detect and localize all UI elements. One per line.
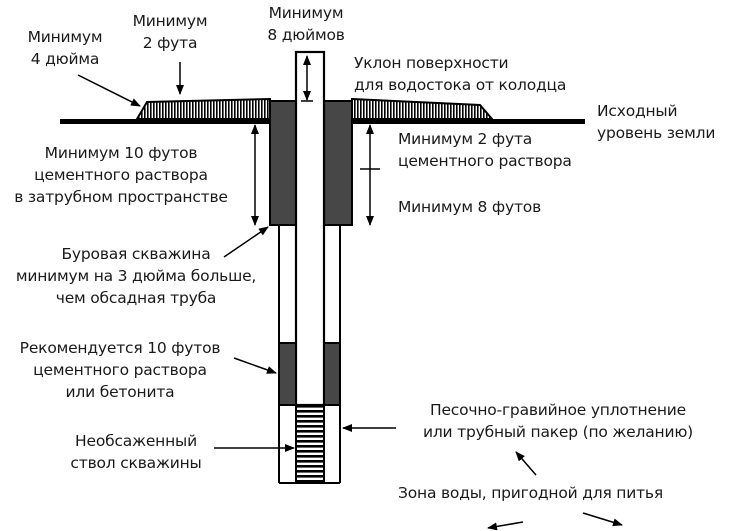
surface-slope-left: [135, 97, 271, 120]
label-line: уровень земли: [597, 124, 716, 142]
label-line: или бетонита: [65, 383, 175, 401]
label-uncased-borehole: Необсаженный ствол скважины: [56, 430, 216, 474]
label-borehole: Буровая скважина минимум на 3 дюйма боль…: [0, 243, 272, 309]
grout-left-lower: [278, 342, 297, 406]
grout-right-lower: [323, 342, 341, 406]
label-line: Минимум 8 футов: [398, 198, 542, 216]
label-line: Буровая скважина: [61, 245, 211, 263]
label-line: 2 фута: [142, 34, 198, 52]
casing-pipe: [294, 50, 326, 407]
label-min-8-inches: Минимум 8 дюймов: [254, 2, 358, 46]
label-line: Минимум: [132, 12, 208, 30]
label-min-2-feet: Минимум 2 фута: [120, 10, 220, 54]
label-min-2-feet-grout: Минимум 2 фута цементного раствора: [398, 128, 572, 172]
label-line: для водостока от колодца: [354, 76, 567, 94]
label-min-4-inches: Минимум 4 дюйма: [12, 26, 118, 70]
label-line: Минимум: [27, 28, 103, 46]
label-line: цементного раствора: [33, 361, 207, 379]
label-line: Уклон поверхности: [354, 54, 509, 72]
label-potable-water-zone: Зона воды, пригодной для питья: [398, 482, 663, 504]
arrow-4-inches: [77, 74, 141, 107]
arrow-recommended-grout: [233, 357, 277, 374]
label-line: Необсаженный: [75, 432, 197, 450]
label-line: минимум на 3 дюйма больше,: [15, 267, 257, 285]
label-line: ствол скважины: [70, 454, 202, 472]
arrow-borehole: [223, 226, 269, 258]
label-line: Рекомендуется 10 футов: [19, 339, 221, 357]
arrow-potable-left: [487, 521, 524, 531]
label-line: Исходный: [597, 102, 678, 120]
uncased-borehole: [295, 404, 325, 484]
label-recommended-10-feet: Рекомендуется 10 футов цементного раство…: [2, 337, 238, 403]
label-line: 4 дюйма: [30, 50, 100, 68]
surface-slope-right: [351, 97, 495, 120]
grout-right-upper: [323, 100, 353, 226]
label-line: Зона воды, пригодной для питья: [398, 484, 663, 502]
label-min-10-feet-annular: Минимум 10 футов цементного раствора в з…: [0, 142, 242, 208]
label-line: Минимум 10 футов: [44, 144, 198, 162]
label-line: цементного раствора: [398, 152, 572, 170]
label-line: Минимум 2 фута: [398, 130, 533, 148]
grout-left-upper: [269, 100, 297, 226]
label-line: Минимум: [268, 4, 344, 22]
label-line: в затрубном пространстве: [14, 188, 228, 206]
label-line: чем обсадная труба: [55, 289, 217, 307]
label-line: 8 дюймов: [267, 26, 345, 44]
label-original-grade: Исходный уровень земли: [597, 100, 715, 144]
label-line: Песочно-гравийное уплотнение: [430, 401, 686, 419]
arrow-potable-right: [582, 512, 623, 527]
label-surface-slope: Уклон поверхности для водостока от колод…: [354, 52, 566, 96]
label-line: или трубный пакер (по желанию): [422, 423, 694, 441]
arrow-potable-up: [515, 451, 537, 476]
label-min-8-feet: Минимум 8 футов: [398, 196, 541, 218]
label-sand-gravel-seal: Песочно-гравийное уплотнение или трубный…: [398, 399, 718, 443]
label-line: цементного раствора: [34, 166, 208, 184]
